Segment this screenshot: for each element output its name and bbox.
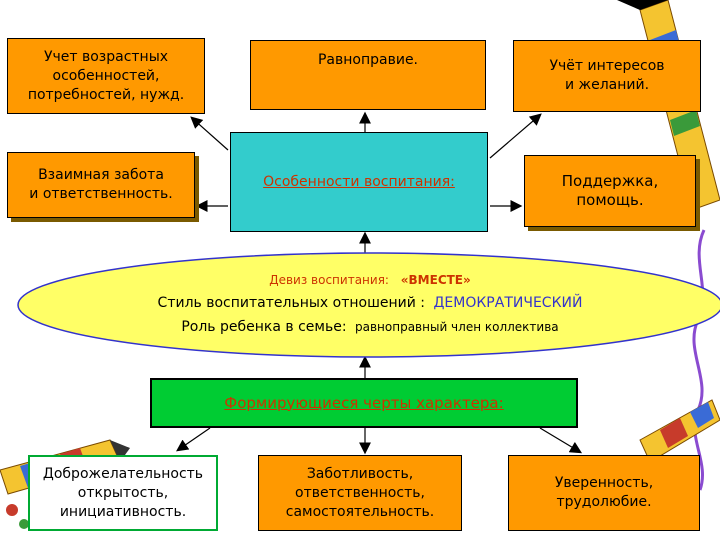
arrow-to-interests	[490, 115, 540, 158]
equality-box: Равноправие.	[250, 40, 486, 110]
motto-value: «ВМЕСТЕ»	[401, 273, 471, 287]
center-title: Особенности воспитания:	[263, 173, 455, 192]
trait-right-box: Уверенность, трудолюбие.	[508, 455, 700, 531]
traits-header-box: Формирующиеся черты характера:	[150, 378, 578, 428]
trait-middle-box: Заботливость, ответственность, самостоят…	[258, 455, 462, 531]
interests-box: Учёт интересов и желаний.	[513, 40, 701, 112]
motto-label: Девиз воспитания:	[269, 273, 389, 287]
style-line: Стиль воспитательных отношений : ДЕМОКРА…	[20, 294, 720, 312]
style-value: ДЕМОКРАТИЧЕСКИЙ	[433, 295, 582, 311]
arrow-to-trait-left	[178, 428, 210, 450]
role-value: равноправный член коллектива	[355, 320, 559, 334]
center-box: Особенности воспитания:	[230, 132, 488, 232]
style-label: Стиль воспитательных отношений :	[158, 295, 425, 311]
care-box: Взаимная забота и ответственность.	[7, 152, 195, 218]
arrow-to-trait-right	[540, 428, 580, 452]
role-label: Роль ребенка в семье:	[181, 319, 346, 335]
motto-line: Девиз воспитания: «ВМЕСТЕ»	[20, 273, 720, 287]
traits-title: Формирующиеся черты характера:	[224, 394, 503, 413]
role-line: Роль ребенка в семье: равноправный член …	[20, 318, 720, 336]
support-box: Поддержка, помощь.	[524, 155, 696, 227]
trait-left-box: Доброжелательность открытость, инициатив…	[28, 455, 218, 531]
age-box: Учет возрастных особенностей, потребност…	[7, 38, 205, 114]
arrow-to-age	[192, 118, 228, 150]
